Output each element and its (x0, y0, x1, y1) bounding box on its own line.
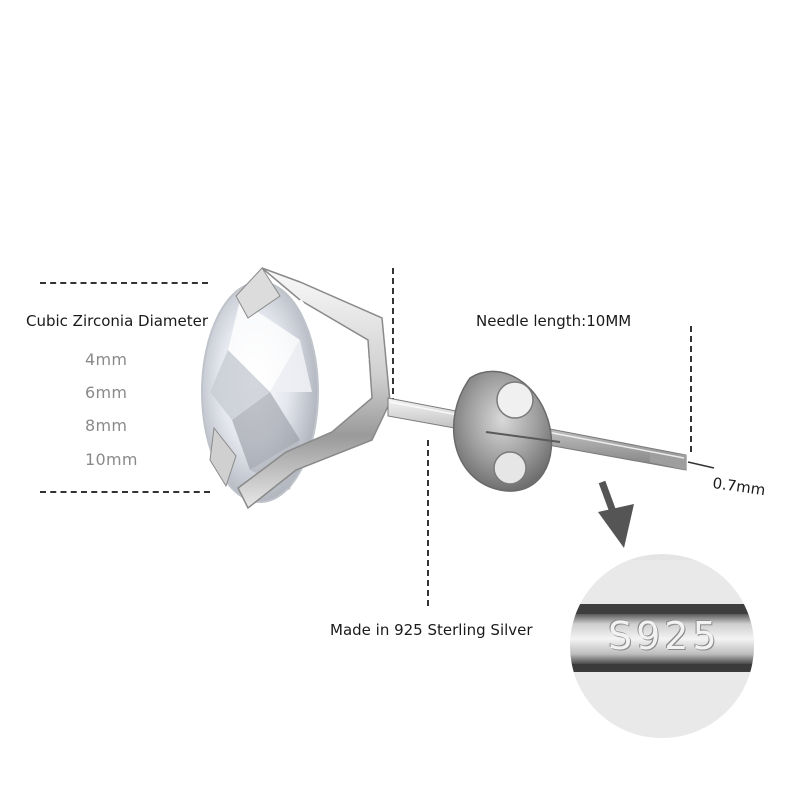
s925-stamp: S925 (608, 614, 721, 658)
diameter-title: Cubic Zirconia Diameter (26, 312, 209, 330)
material-guide (427, 440, 429, 606)
butterfly-back (452, 370, 561, 492)
needle-length-label: Needle length:10MM (476, 312, 632, 330)
thickness-callout-line (687, 461, 715, 469)
zoom-arrow (598, 480, 634, 548)
size-option-8mm: 8mm (85, 416, 128, 435)
prong-setting (209, 267, 391, 510)
size-option-4mm: 4mm (85, 350, 128, 369)
needle-start-guide (392, 268, 394, 414)
needle-end-guide (690, 326, 692, 452)
diameter-top-guide (40, 282, 208, 284)
diameter-bottom-guide (40, 491, 210, 493)
size-option-6mm: 6mm (85, 383, 128, 402)
size-option-10mm: 10mm (85, 450, 138, 469)
material-label: Made in 925 Sterling Silver (330, 621, 533, 639)
stamp-zoom-view (570, 554, 754, 738)
